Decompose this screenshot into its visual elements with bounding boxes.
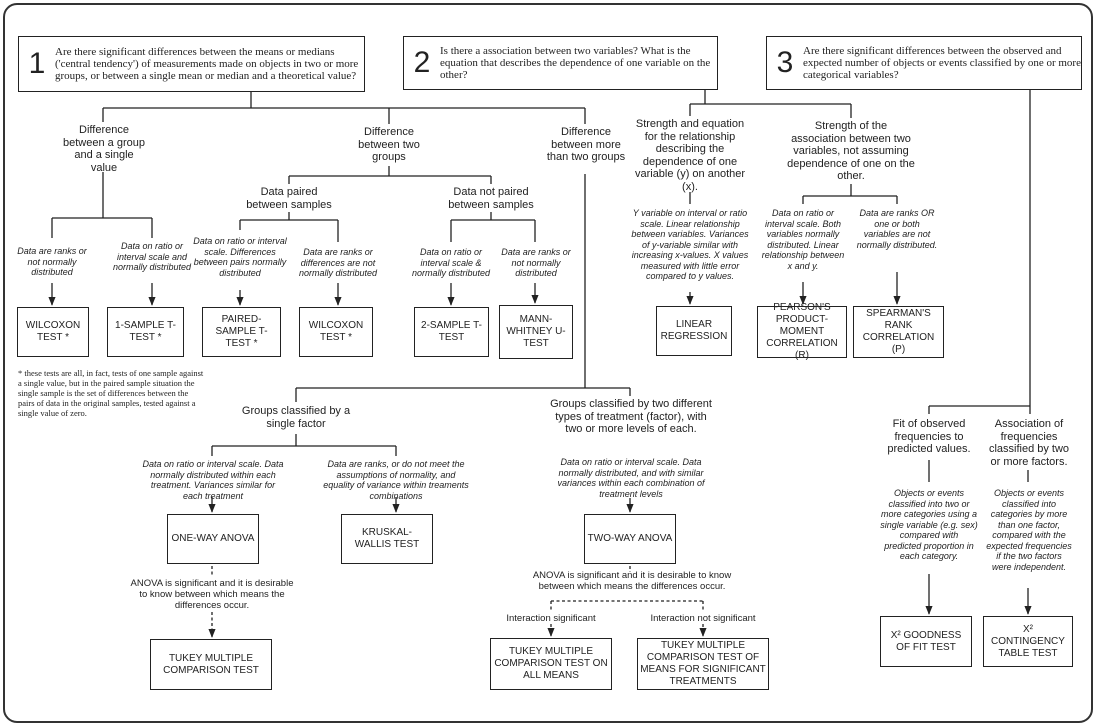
label-interaction-not-significant: Interaction not significant (650, 613, 756, 624)
test-kruskal-wallis: KRUSKAL-WALLIS TEST (341, 514, 433, 564)
test-linear-regression: LINEAR REGRESSION (656, 306, 732, 356)
branch-assoc-freq: Association of frequencies classified by… (988, 418, 1070, 468)
test-spearman: SPEARMAN'S RANK CORRELATION (ρ) (853, 306, 944, 358)
test-wilcoxon-paired: WILCOXON TEST * (299, 307, 373, 357)
cond-oneway: Data on ratio or interval scale. Data no… (142, 459, 284, 501)
branch-strength-equation: Strength and equation for the relationsh… (634, 118, 746, 193)
test-one-way-anova: ONE-WAY ANOVA (167, 514, 259, 564)
cond-twoway: Data on ratio or interval scale. Data no… (557, 457, 705, 499)
test-wilcoxon-single: WILCOXON TEST * (17, 307, 89, 357)
test-two-way-anova: TWO-WAY ANOVA (584, 514, 676, 564)
cond-single-ratio: Data on ratio or interval scale and norm… (112, 241, 192, 272)
test-chi-contingency: χ² CONTINGENCY TABLE TEST (983, 616, 1073, 667)
question-1-number: 1 (28, 47, 46, 80)
test-one-sample-t: 1-SAMPLE t-TEST * (107, 307, 184, 357)
cond-kruskal: Data are ranks, or do not meet the assum… (323, 459, 469, 501)
question-2-number: 2 (413, 46, 431, 79)
note-anova-oneway: ANOVA is significant and it is desirable… (130, 578, 294, 611)
branch-single-factor: Groups classified by a single factor (241, 405, 351, 430)
question-3-text: Are there significant differences betwee… (803, 45, 1081, 81)
footnote: * these tests are all, in fact, tests of… (18, 368, 204, 418)
cond-not-paired-ranks: Data are ranks or not normally distribut… (501, 247, 571, 278)
label-interaction-significant: Interaction significant (506, 613, 596, 624)
test-paired-t: PAIRED-SAMPLE t-TEST * (202, 307, 281, 357)
branch-diff-two: Difference between two groups (358, 126, 420, 163)
test-two-sample-t: 2-SAMPLE t-TEST (414, 307, 489, 357)
question-1-box: 1 Are there significant differences betw… (18, 36, 365, 92)
cond-regression: Y variable on interval or ratio scale. L… (631, 208, 749, 281)
cond-pearson: Data on ratio or interval scale. Both va… (761, 208, 845, 271)
question-1-text: Are there significant differences betwee… (55, 46, 359, 82)
branch-diff-single: Difference between a group and a single … (63, 124, 145, 174)
note-anova-twoway: ANOVA is significant and it is desirable… (532, 570, 732, 592)
cond-gof: Objects or events classified into two or… (880, 488, 978, 561)
branch-fit: Fit of observed frequencies to predicted… (887, 418, 971, 455)
cond-not-paired-ratio: Data on ratio or interval scale & normal… (411, 247, 491, 278)
cond-paired-ranks: Data are ranks or differences are not no… (298, 247, 378, 278)
question-3-box: 3 Are there significant differences betw… (766, 36, 1082, 90)
branch-diff-more: Difference between more than two groups (546, 126, 626, 163)
branch-not-paired: Data not paired between samples (448, 186, 534, 211)
question-2-box: 2 Is there a association between two var… (403, 36, 718, 90)
branch-paired: Data paired between samples (246, 186, 332, 211)
test-pearson: PEARSON'S PRODUCT-MOMENT CORRELATION (r) (757, 302, 847, 361)
cond-contingency: Objects or events classified into catego… (986, 488, 1072, 572)
test-tukey-significant: TUKEY MULTIPLE COMPARISON TEST OF MEANS … (637, 638, 769, 690)
test-mann-whitney: MANN-WHITNEY U-TEST (499, 305, 573, 359)
branch-strength-association: Strength of the association between two … (787, 120, 915, 182)
question-2-text: Is there a association between two varia… (440, 45, 711, 81)
diagram-frame (3, 3, 1093, 723)
test-tukey-oneway: TUKEY MULTIPLE COMPARISON TEST (150, 639, 272, 690)
branch-two-factor: Groups classified by two different types… (550, 398, 712, 435)
cond-single-ranks: Data are ranks or not normally distribut… (17, 246, 87, 277)
test-chi-goodness-of-fit: χ² GOODNESS OF FIT TEST (880, 616, 972, 667)
test-tukey-all-means: TUKEY MULTIPLE COMPARISON TEST ON ALL ME… (490, 638, 612, 690)
cond-paired-ratio: Data on ratio or interval scale. Differe… (193, 236, 287, 278)
question-3-number: 3 (776, 46, 794, 79)
cond-spearman: Data are ranks OR one or both variables … (856, 208, 938, 250)
